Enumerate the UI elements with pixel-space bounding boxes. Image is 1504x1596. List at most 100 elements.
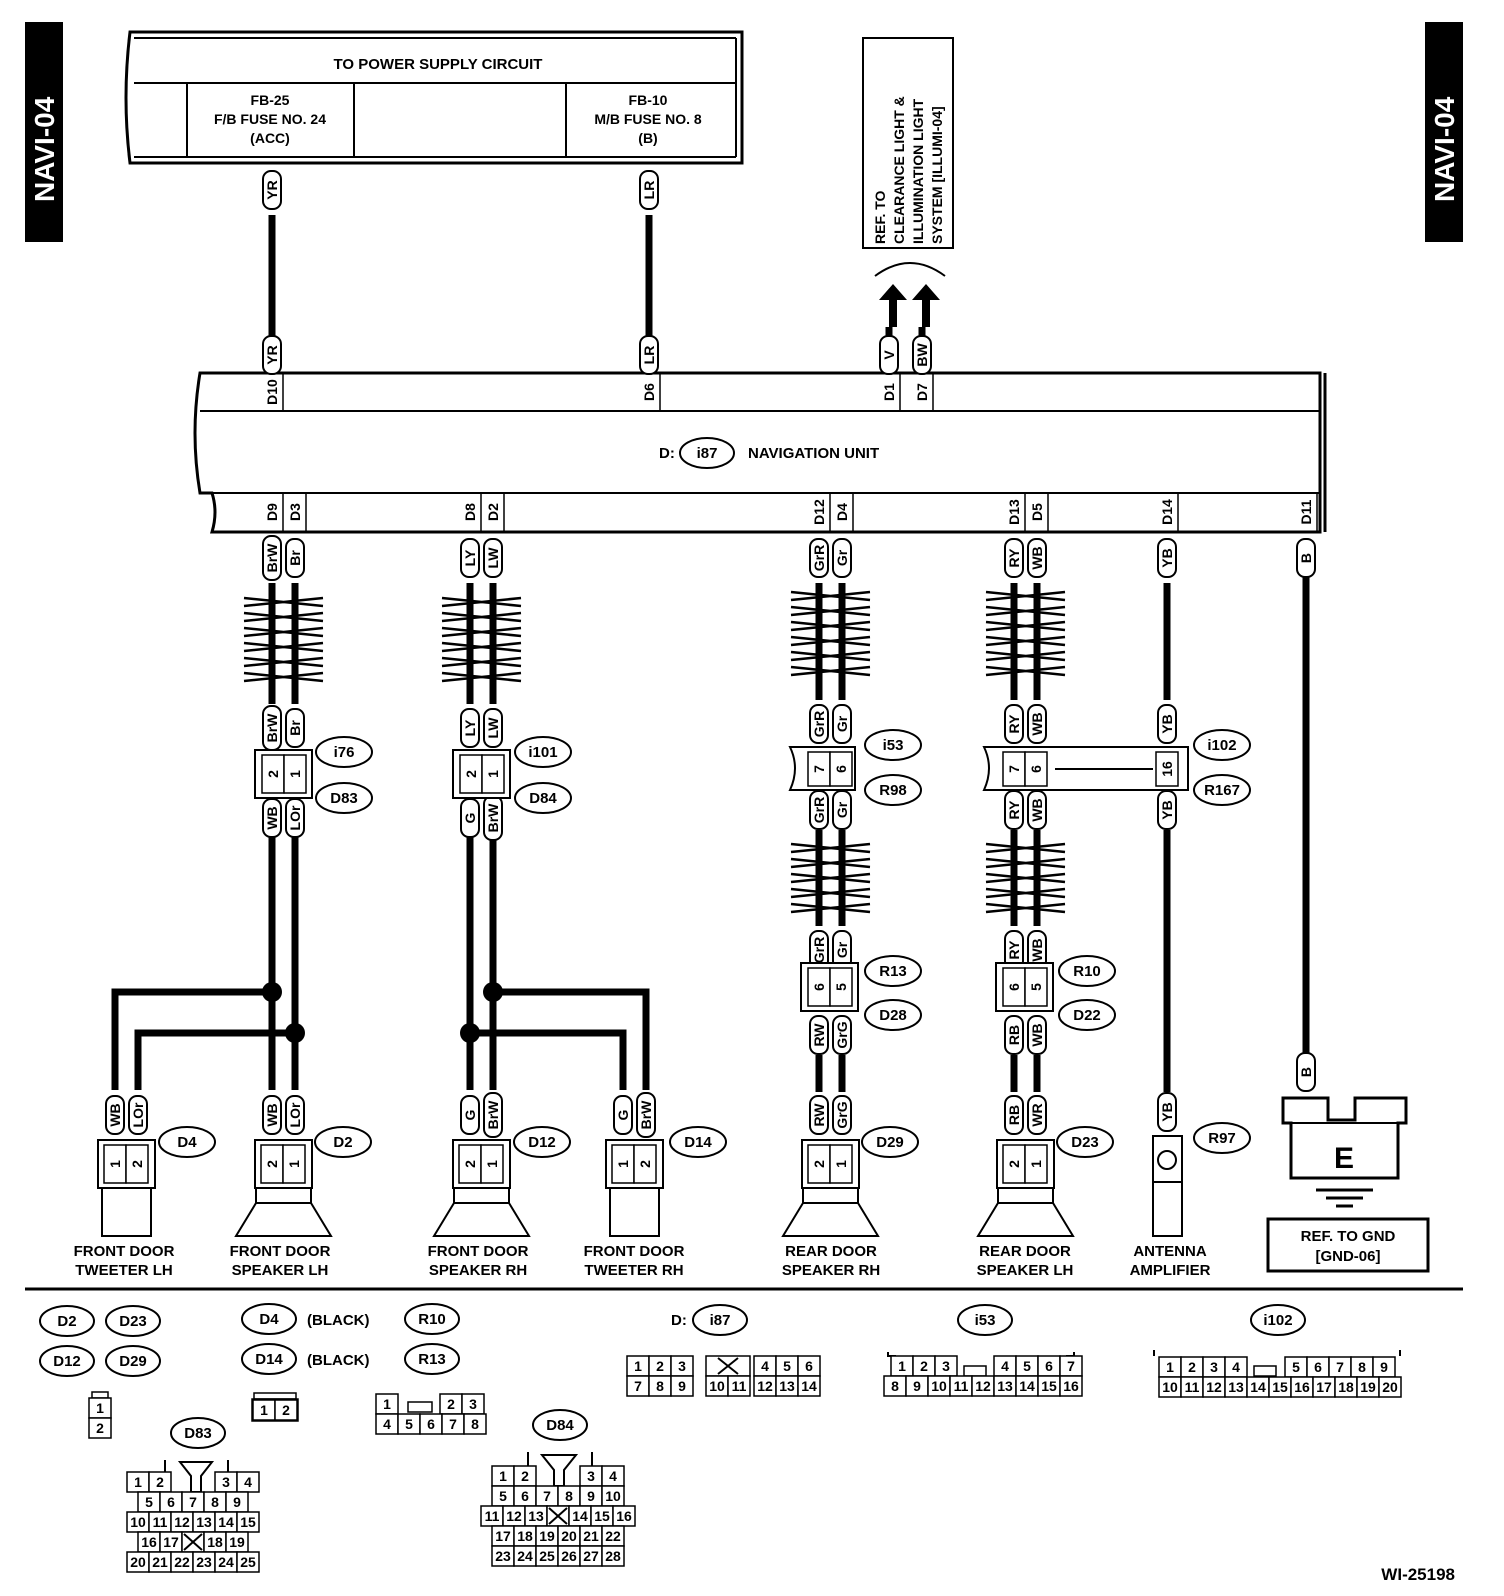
legend-connector-tag bbox=[241, 1303, 297, 1335]
connector-tag bbox=[514, 782, 572, 814]
pin-number: 24 bbox=[218, 1554, 234, 1570]
connector-name: D83 bbox=[330, 790, 358, 807]
pin-label: D12 bbox=[811, 499, 827, 525]
pin-number: 12 bbox=[975, 1378, 991, 1394]
svg-text:[GND-06]: [GND-06] bbox=[1315, 1248, 1380, 1265]
legend-connector-tag bbox=[404, 1303, 460, 1335]
wire-color-label: BrW bbox=[264, 713, 280, 743]
pin-number: 6 bbox=[1314, 1359, 1322, 1375]
wire-color-tag bbox=[1004, 1015, 1024, 1055]
wire-color-label: RB bbox=[1006, 1025, 1022, 1045]
wire bbox=[470, 1029, 627, 1090]
pin-number: 15 bbox=[240, 1514, 256, 1530]
pin-number: 1 bbox=[484, 1160, 500, 1168]
svg-text:SYSTEM [ILLUMI-04]: SYSTEM [ILLUMI-04] bbox=[929, 106, 945, 244]
wire-color-tag bbox=[483, 538, 503, 578]
pin-number: 19 bbox=[539, 1528, 555, 1544]
wire-color-label: YR bbox=[264, 345, 280, 364]
pin-number: 16 bbox=[1063, 1378, 1079, 1394]
wire-color-label: YB bbox=[1159, 800, 1175, 819]
connector-tag bbox=[864, 955, 922, 987]
svg-text:TWEETER RH: TWEETER RH bbox=[584, 1262, 683, 1279]
pin-number: 9 bbox=[1380, 1359, 1388, 1375]
legend-connector-name: i53 bbox=[975, 1312, 996, 1329]
legend-connector-tag bbox=[105, 1345, 161, 1377]
pin-number: 17 bbox=[495, 1528, 511, 1544]
speaker-magnet bbox=[802, 1187, 859, 1204]
wire-color-label: B bbox=[1298, 1067, 1314, 1077]
wire-color-label: Gr bbox=[834, 941, 850, 958]
pin-number: 14 bbox=[218, 1514, 234, 1530]
pin-number: 12 bbox=[506, 1508, 522, 1524]
pin-number: 5 bbox=[783, 1358, 791, 1374]
speaker-cone bbox=[432, 1202, 531, 1237]
connector-tag bbox=[1056, 1126, 1114, 1158]
pin-number: 1 bbox=[634, 1358, 642, 1374]
wire-color-tag bbox=[1157, 704, 1177, 744]
wire-color-label: GrR bbox=[811, 545, 827, 571]
pin-number: 11 bbox=[485, 1508, 500, 1524]
pin-number: 7 bbox=[634, 1378, 642, 1394]
pin-number: 3 bbox=[222, 1474, 230, 1490]
splice-dot bbox=[262, 982, 282, 1002]
wire-color-tag bbox=[809, 538, 829, 578]
svg-text:M/B FUSE NO. 8: M/B FUSE NO. 8 bbox=[594, 111, 702, 127]
pin-cell bbox=[88, 1417, 112, 1439]
wire-color-tag bbox=[1004, 704, 1024, 744]
pin-cell bbox=[1059, 1375, 1083, 1397]
pin-number: 1 bbox=[286, 1160, 302, 1168]
connector-lock bbox=[539, 1454, 579, 1487]
wire-color-label: LY bbox=[462, 719, 478, 736]
pin-number: 6 bbox=[811, 983, 827, 991]
wire-color-tag bbox=[832, 538, 852, 578]
pin-number: 5 bbox=[405, 1416, 413, 1432]
pin-number: 13 bbox=[997, 1378, 1013, 1394]
antenna-terminal bbox=[1157, 1150, 1177, 1170]
wire-color-tag bbox=[639, 335, 659, 375]
pin-label: D5 bbox=[1029, 503, 1045, 521]
pin-number: 5 bbox=[1023, 1358, 1031, 1374]
connector-name: D4 bbox=[177, 1134, 197, 1151]
pin-cell bbox=[236, 1551, 260, 1573]
legend-connector-name: D83 bbox=[184, 1425, 212, 1442]
pin-cell bbox=[1024, 967, 1048, 1007]
pin-number: 6 bbox=[805, 1358, 813, 1374]
pin-number: 15 bbox=[1041, 1378, 1057, 1394]
pin-label: D9 bbox=[264, 503, 280, 521]
wire-color-label: LR bbox=[641, 346, 657, 365]
legend-connector-name: D23 bbox=[119, 1313, 147, 1330]
wire-color-tag bbox=[809, 704, 829, 744]
svg-text:i87: i87 bbox=[697, 445, 718, 462]
connector-latch bbox=[527, 1452, 593, 1466]
svg-text:NAVI-04: NAVI-04 bbox=[29, 96, 60, 202]
connector-tag bbox=[513, 1126, 571, 1158]
splice-dot bbox=[460, 1023, 480, 1043]
svg-text:FRONT DOOR: FRONT DOOR bbox=[74, 1243, 175, 1260]
pin-cell bbox=[283, 754, 307, 794]
pin-number: 4 bbox=[1001, 1358, 1009, 1374]
wire-color-label: Gr bbox=[834, 715, 850, 732]
legend-connector-name: D12 bbox=[53, 1353, 81, 1370]
wire-color-tag bbox=[285, 708, 305, 748]
connector-tag bbox=[315, 782, 373, 814]
wire-color-label: WB bbox=[264, 1103, 280, 1126]
wires bbox=[111, 215, 1310, 1092]
twisted-pair bbox=[790, 590, 871, 677]
pin-cell bbox=[633, 1144, 657, 1184]
connector-name: D29 bbox=[876, 1134, 904, 1151]
svg-text:FRONT DOOR: FRONT DOOR bbox=[428, 1243, 529, 1260]
legend-connector-tag bbox=[532, 1409, 588, 1441]
svg-text:ILLUMINATION LIGHT: ILLUMINATION LIGHT bbox=[910, 98, 926, 244]
pin-number: 18 bbox=[1338, 1379, 1354, 1395]
svg-text:SPEAKER LH: SPEAKER LH bbox=[977, 1262, 1074, 1279]
ground-terminal: E REF. TO GND [GND-06] bbox=[1266, 1096, 1430, 1273]
pin-number: 3 bbox=[678, 1358, 686, 1374]
pin-cell bbox=[601, 1545, 625, 1567]
pin-number: 7 bbox=[1336, 1359, 1344, 1375]
wire-color-tag bbox=[809, 1015, 829, 1055]
pin-number: 6 bbox=[833, 765, 849, 773]
wire-color-label: RY bbox=[1006, 714, 1022, 734]
splice-dot bbox=[483, 982, 503, 1002]
blank-mark bbox=[183, 1533, 203, 1551]
connector-latch bbox=[253, 1392, 297, 1400]
